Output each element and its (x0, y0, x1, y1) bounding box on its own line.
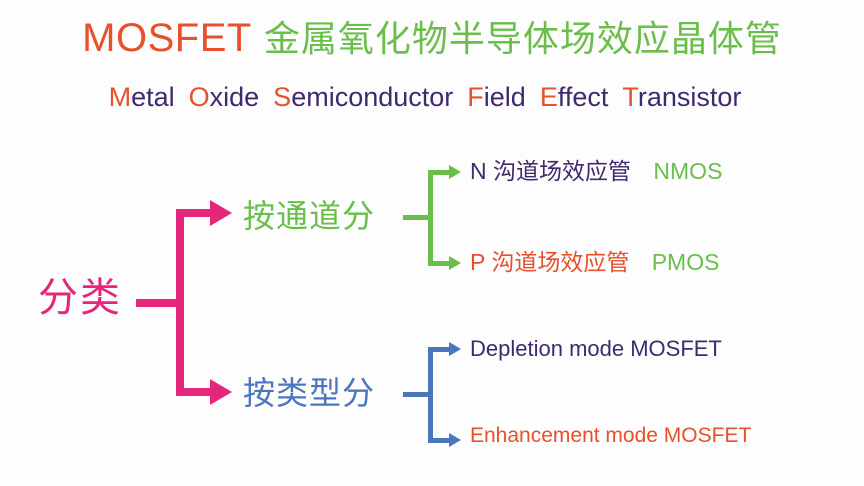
subtitle-cap-m: M (108, 82, 132, 112)
leaf-depletion-mode: Depletion mode MOSFET (470, 336, 722, 361)
root-branch-top-arrowhead (210, 200, 232, 226)
subtitle-rest-xide: xide (209, 82, 260, 112)
branch-label-by-channel: 按通道分 (243, 198, 376, 234)
subtitle-cap-e: E (539, 82, 558, 112)
leaf-nmos: N 沟道场效应管 NMOS (470, 160, 722, 183)
subtitle-rest-emiconductor: emiconductor (291, 82, 454, 112)
root-bracket-spine (176, 213, 184, 396)
subtitle-cap-t: T (622, 82, 638, 112)
title-chinese: 金属氧化物半导体场效应晶体管 (263, 18, 782, 59)
root-branch-top-arm (176, 209, 212, 217)
subtitle-word-semiconductor: Semiconductor (273, 82, 453, 112)
subtitle-rest-ffect: ffect (557, 82, 609, 112)
type-leaf-bottom-arm (428, 438, 450, 443)
type-leaf-top-arrowhead (449, 342, 461, 356)
subtitle: Metal Oxide Semiconductor Field Effect Transi… (0, 84, 864, 111)
leaf-nmos-prefix: N (470, 158, 487, 184)
leaf-nmos-abbr: NMOS (653, 158, 723, 184)
channel-leaf-top-arm (428, 170, 450, 175)
channel-bracket-spine (428, 172, 433, 266)
subtitle-rest-etal: etal (131, 82, 175, 112)
leaf-pmos-abbr: PMOS (651, 249, 720, 275)
channel-leaf-bottom-arm (428, 261, 450, 266)
subtitle-cap-s: S (273, 82, 292, 112)
leaf-enhancement-mode: Enhancement mode MOSFET (470, 424, 752, 447)
channel-leaf-bottom-arrowhead (449, 256, 461, 270)
subtitle-rest-ransistor: ransistor (637, 82, 742, 112)
type-leaf-bottom-arrowhead (449, 433, 461, 447)
subtitle-rest-ield: ield (483, 82, 526, 112)
subtitle-word-oxide: Oxide (189, 82, 260, 112)
subtitle-word-metal: Metal (109, 82, 175, 112)
type-horizontal-connector (403, 392, 433, 397)
leaf-pmos: P 沟道场效应管 PMOS (470, 251, 719, 274)
subtitle-word-effect: Effect (540, 82, 609, 112)
leaf-pmos-text: 沟道场效应管 (491, 249, 630, 275)
leaf-nmos-text: 沟道场效应管 (493, 158, 632, 184)
root-branch-bottom-arrowhead (210, 379, 232, 405)
channel-leaf-top-arrowhead (449, 165, 461, 179)
type-bracket-spine (428, 349, 433, 443)
root-horizontal-connector (136, 299, 184, 307)
subtitle-word-transistor: Transistor (622, 82, 741, 112)
channel-horizontal-connector (403, 215, 433, 220)
page-title: MOSFET 金属氧化物半导体场效应晶体管 (0, 18, 864, 58)
subtitle-word-field: Field (467, 82, 526, 112)
branch-label-by-type: 按类型分 (243, 375, 376, 411)
type-leaf-top-arm (428, 347, 450, 352)
root-branch-bottom-arm (176, 388, 212, 396)
title-acronym: MOSFET (82, 16, 252, 60)
subtitle-cap-f: F (467, 82, 484, 112)
subtitle-cap-o: O (188, 82, 210, 112)
root-node-label: 分类 (38, 276, 122, 320)
leaf-pmos-prefix: P (470, 249, 485, 275)
